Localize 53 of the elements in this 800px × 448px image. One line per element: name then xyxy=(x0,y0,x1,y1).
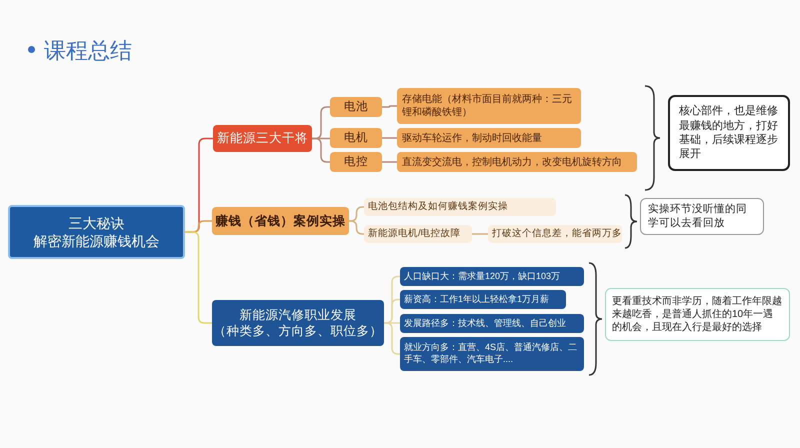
detail-text: 就业方向多：直营、4S店、普通汽修店、二手车、零部件、汽车电子.... xyxy=(404,342,578,366)
branch-text: 赚钱（省钱）案例实操 xyxy=(214,212,346,230)
detail-text: 薪资高：工作1年以上轻松拿1万月薪 xyxy=(404,294,550,306)
sub-text: 电控 xyxy=(343,154,369,170)
detail-text: 人口缺口大：需求量120万，缺口103万 xyxy=(404,270,562,282)
detail-box xyxy=(400,337,584,371)
branch-text: 新能源三大干将 xyxy=(216,130,309,147)
branch-text: 新能源汽修职业发展 xyxy=(238,306,358,323)
note-box xyxy=(605,288,790,341)
branch-box xyxy=(213,125,312,152)
connector-line xyxy=(384,298,400,324)
title: 课程总结 xyxy=(44,37,132,65)
sub-text: 电机 xyxy=(343,130,369,146)
sub-box xyxy=(330,97,382,117)
connector-line xyxy=(312,106,330,140)
connector-line xyxy=(382,161,397,163)
detail-text: 电池包结构及如何赚钱案例实操 xyxy=(368,200,509,214)
connector-line xyxy=(382,105,397,108)
detail-text: 新能源电机/电控故障 xyxy=(368,228,462,240)
connector-line xyxy=(472,233,488,235)
detail-box xyxy=(397,128,581,148)
detail-box xyxy=(400,314,584,333)
detail-text: 发展路径多：技术线、管理线、自己创业 xyxy=(404,318,567,330)
detail-box xyxy=(488,225,622,243)
detail-box xyxy=(400,290,566,309)
topic-text: 三大秘诀 xyxy=(68,214,126,232)
detail-text: 存储电能（材料市面目前就两种：三元锂和磷酸铁锂） xyxy=(402,93,573,119)
branch-text: （种类多、方向多、职位多） xyxy=(212,323,384,340)
detail-text: 驱动车轮运作，制动时回收能量 xyxy=(402,132,543,144)
sub-box xyxy=(330,128,382,148)
note-text: 实操环节没听懂的同学可以去看回放 xyxy=(648,202,748,230)
branch-box xyxy=(212,300,384,346)
detail-box xyxy=(364,225,472,243)
connector-line xyxy=(382,137,397,139)
connector-line xyxy=(349,206,364,222)
detail-box xyxy=(397,88,581,124)
connector-line xyxy=(384,322,400,355)
detail-text: 直流变交流电，控制电机动力，改变电机旋转方向 xyxy=(402,156,623,168)
branch-box xyxy=(212,207,349,235)
sub-box xyxy=(330,152,382,172)
detail-box xyxy=(364,198,556,216)
note-text: 更看重技术而非学历，随着工作年限越来越吃香，是普通人抓住的10年一遇的机会，且现在入行是最好的选择 xyxy=(612,295,783,334)
connector-line xyxy=(349,220,364,235)
detail-box xyxy=(400,267,584,286)
detail-text: 打破这个信息差，能省两万多 xyxy=(492,228,618,240)
note-box xyxy=(640,198,764,235)
note-box xyxy=(668,95,790,171)
topic-box xyxy=(8,205,185,259)
topic-text: 解密新能源赚钱机会 xyxy=(32,232,160,250)
detail-box xyxy=(397,152,637,172)
sub-text: 电池 xyxy=(343,100,369,114)
note-text: 核心部件，也是维修最赚钱的地方，打好基础，后续课程逐步展开 xyxy=(679,104,779,162)
connector-line xyxy=(312,138,330,163)
